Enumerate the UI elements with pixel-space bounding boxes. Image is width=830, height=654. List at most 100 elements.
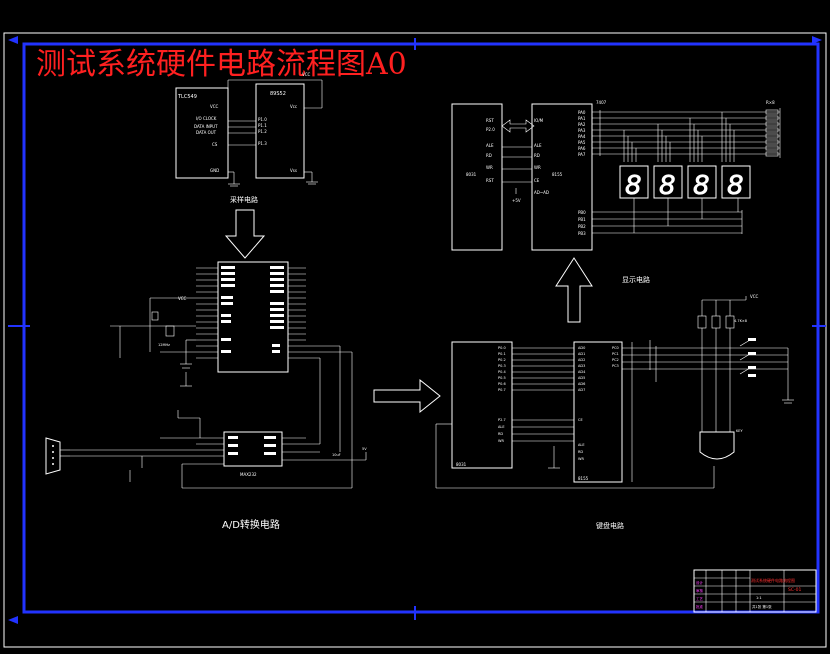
key-right-pin: PC3 [612, 364, 619, 368]
title-block-scale: 1:1 [756, 596, 762, 600]
key-ctrl-r-pin: ALE [578, 443, 585, 447]
ad-circuit: 12MHz VCC MAX232 [45, 261, 367, 531]
digit: 8 [727, 171, 744, 201]
disp-right-pin: PA7 [578, 152, 586, 157]
disp-bot-pin: PB2 [578, 224, 586, 229]
disp-right-pin: PA3 [578, 128, 586, 133]
disp-bot-pin: PB3 [578, 231, 586, 236]
seven-seg-display: 8 8 8 8 [619, 165, 751, 201]
disp-left-pin: WR [486, 165, 493, 170]
db9-connector [45, 437, 61, 475]
key-mid-pin: AD6 [578, 382, 585, 386]
display-left-chip [451, 103, 503, 251]
key-left-pin: P0.2 [498, 358, 506, 362]
mcu-a-pin: P1.2 [258, 129, 267, 134]
key-ctrl-r-pin: CE [578, 418, 583, 422]
sampling-caption: 采样电路 [230, 195, 258, 204]
disp-right-pin: PA4 [578, 134, 586, 139]
title-block-row: 设计 [696, 580, 704, 585]
key-mid-pin: AD4 [578, 370, 586, 374]
key-mid-pin: AD1 [578, 352, 585, 356]
disp-right-pin: PA2 [578, 122, 586, 127]
key-ctrl-pin: ALE [498, 425, 505, 429]
key-name-label: KEY [736, 429, 744, 433]
ls-label: 7407 [596, 100, 607, 105]
tlc-pin: DATA OUT [196, 130, 217, 135]
disp-right-pin: PA1 [578, 116, 586, 121]
mcu-a-pin: P1.3 [258, 141, 267, 146]
display-caption: 显示电路 [622, 275, 650, 284]
key-connector [699, 431, 735, 460]
key-ctrl-pin: RD [498, 432, 503, 436]
title-block-row: 审核 [696, 588, 704, 593]
up-arrow [555, 257, 593, 323]
key-left-pin: P0.6 [498, 382, 506, 386]
tlc-pin: CS [212, 142, 218, 147]
key-left-pin: P0.3 [498, 364, 506, 368]
cap-label: 10uF [332, 453, 341, 457]
v5-label: +5V [512, 198, 521, 203]
disp-mid-pin: ALE [534, 143, 542, 148]
disp-mid-pin: RD [534, 153, 540, 158]
digit: 8 [659, 171, 676, 201]
key-ctrl-pin: WR [498, 439, 504, 443]
key-ctrl-r-pin: WR [578, 457, 584, 461]
key-mid-pin: AD0 [578, 346, 585, 350]
title-block-sheet: 共1张 第1张 [752, 604, 772, 609]
disp-left-pin: ALE [486, 143, 494, 148]
title-block-row: 批准 [696, 604, 704, 609]
crystal [165, 325, 175, 337]
key-mid-pin: AD2 [578, 358, 585, 362]
mcu-a-chip [255, 83, 305, 179]
corner-arrow-tl [8, 36, 18, 44]
tlc-chip-label: TLC549 [177, 94, 197, 100]
mcu-a-label: 89S52 [270, 91, 286, 97]
key-mid-pin: AD3 [578, 364, 585, 368]
key-ctrl-pin: P2.7 [498, 418, 506, 422]
keyboard-caption: 键盘电路 [596, 521, 624, 530]
mcu-a-pin: P1.1 [258, 123, 267, 128]
key-mcu-chip [573, 341, 623, 483]
vcc-label: VCC [750, 294, 759, 299]
key-ctrl-r-pin: RD [578, 450, 583, 454]
sampling-circuit: TLC549 VCC I/O CLOCK DATA INPUT DATA OUT… [175, 72, 323, 259]
tlc-pin: DATA INPUT [194, 124, 218, 129]
corner-arrow-bl [8, 616, 18, 624]
disp-right-pin: PA0 [578, 110, 586, 115]
disp-left-pin: RST [486, 118, 494, 123]
disp-right-pin: PA5 [578, 140, 586, 145]
disp-bot-pin: PB0 [578, 210, 586, 215]
max232-label: MAX232 [240, 472, 257, 477]
key-right-pin: PC1 [612, 352, 619, 356]
res-label: R×8 [766, 100, 775, 105]
mcu-a-pin: Vss [290, 168, 297, 173]
max232-chip [223, 431, 283, 467]
down-arrow [224, 209, 266, 259]
disp-mid-pin: WR [534, 165, 541, 170]
key-cpu-chip [451, 341, 513, 469]
digit: 8 [693, 171, 710, 201]
disp-mid-pin: AD~AD [534, 190, 549, 195]
key-left-pin: P0.7 [498, 388, 506, 392]
mcu-a-pin: P1.0 [258, 117, 267, 122]
key-right-pin: PC0 [612, 346, 619, 350]
title-block-drawing-no: SC-01 [788, 587, 801, 593]
key-mcu-label: 8155 [578, 476, 589, 481]
bus-arrow [501, 119, 535, 133]
title-block-project: 测试系统硬件电路流程图 [751, 577, 795, 583]
vcc-label: VCC [178, 296, 187, 301]
xtal-label: 12MHz [158, 343, 170, 347]
right-arrow [373, 378, 441, 414]
plus5-label: 5V [362, 447, 367, 451]
res-net-label: 4.7K×8 [734, 319, 747, 323]
key-right-pin: PC2 [612, 358, 619, 362]
display-left-label: 8031 [466, 172, 477, 177]
disp-bot-pin: PB1 [578, 217, 586, 222]
ad-mcu-chip [217, 261, 289, 373]
disp-mid-pin: CE [534, 178, 540, 183]
key-left-pin: P0.5 [498, 376, 506, 380]
corner-arrow-tr [812, 36, 822, 44]
key-left-pin: P0.0 [498, 346, 506, 350]
digit: 8 [625, 171, 642, 201]
inner-frame [22, 42, 820, 614]
